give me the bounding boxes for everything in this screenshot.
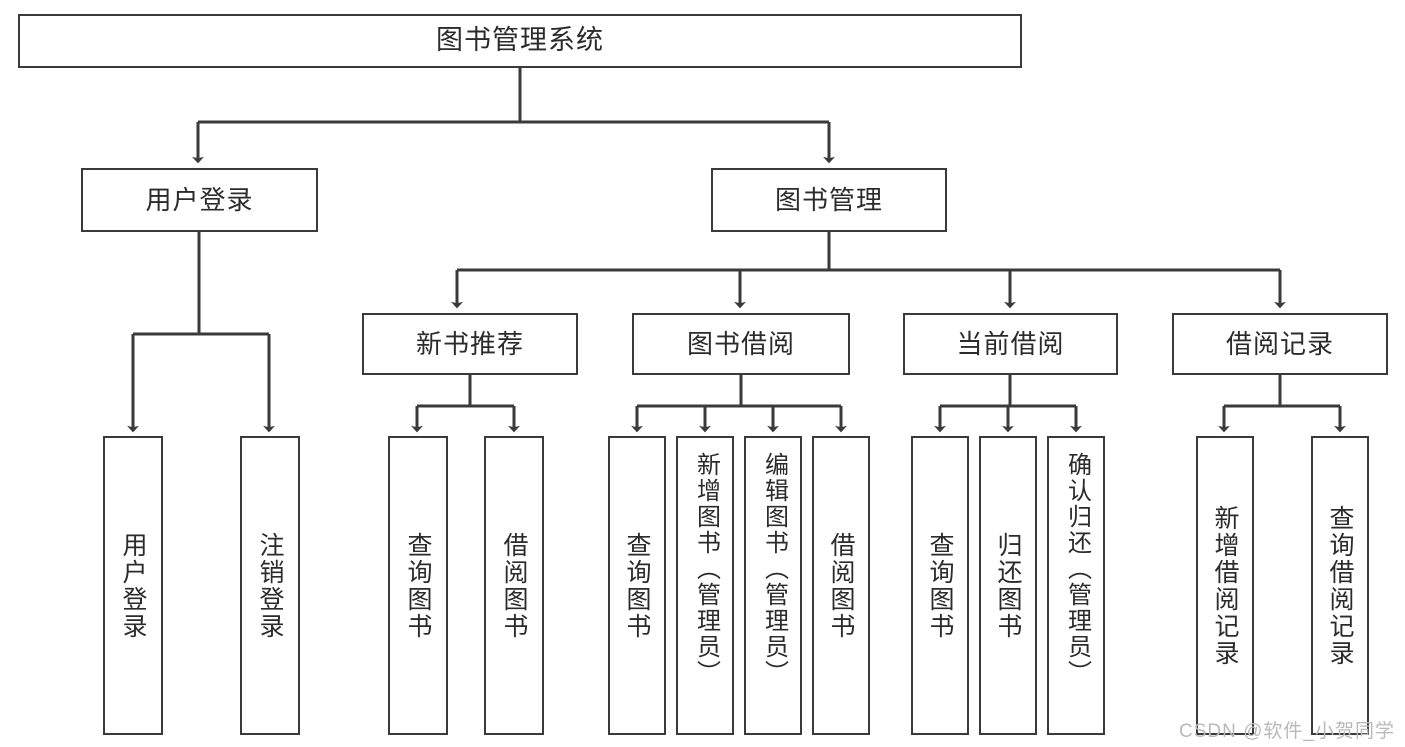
leaf-add-book-admin[interactable]: 新增图书（管理员） [676, 436, 734, 735]
node-label: 新增图书（管理员） [692, 452, 720, 686]
node-label: 归还图书 [994, 531, 1022, 640]
node-book-borrow[interactable]: 图书借阅 [632, 313, 850, 375]
node-label: 查询图书 [623, 531, 651, 640]
node-label: 查询图书 [404, 531, 432, 640]
leaf-user-login[interactable]: 用户登录 [103, 436, 163, 735]
leaf-logout[interactable]: 注销登录 [240, 436, 300, 735]
node-label: 新增借阅记录 [1211, 504, 1239, 667]
leaf-query-book-current[interactable]: 查询图书 [911, 436, 969, 735]
node-label: 图书管理 [774, 184, 883, 215]
node-current-borrow[interactable]: 当前借阅 [903, 313, 1118, 375]
node-borrow-record[interactable]: 借阅记录 [1172, 313, 1388, 375]
leaf-borrow-book[interactable]: 借阅图书 [812, 436, 870, 735]
node-label: 注销登录 [256, 531, 284, 640]
node-label: 当前借阅 [956, 328, 1065, 359]
leaf-add-borrow-record[interactable]: 新增借阅记录 [1196, 436, 1254, 735]
node-root-system[interactable]: 图书管理系统 [18, 14, 1022, 68]
node-label: 用户登录 [145, 184, 254, 215]
node-label: 查询图书 [926, 531, 954, 640]
node-label: 图书管理系统 [436, 25, 604, 56]
node-user-login[interactable]: 用户登录 [81, 168, 318, 232]
watermark: CSDN @软件_小贺同学 [1179, 721, 1395, 742]
leaf-query-book-new[interactable]: 查询图书 [388, 436, 448, 735]
leaf-edit-book-admin[interactable]: 编辑图书（管理员） [744, 436, 802, 735]
leaf-query-book-borrow[interactable]: 查询图书 [608, 436, 666, 735]
node-new-book-recommend[interactable]: 新书推荐 [362, 313, 578, 375]
node-label: 确认归还（管理员） [1063, 452, 1091, 686]
leaf-borrow-book-new[interactable]: 借阅图书 [484, 436, 544, 735]
leaf-query-borrow-record[interactable]: 查询借阅记录 [1311, 436, 1369, 735]
node-label: 编辑图书（管理员） [760, 452, 788, 686]
node-label: 借阅图书 [500, 531, 528, 640]
node-label: 新书推荐 [415, 328, 524, 359]
node-label: 借阅记录 [1225, 328, 1334, 359]
node-label: 查询借阅记录 [1326, 504, 1354, 667]
node-label: 图书借阅 [686, 328, 795, 359]
node-book-management[interactable]: 图书管理 [711, 168, 947, 232]
node-label: 用户登录 [119, 531, 147, 640]
leaf-return-book[interactable]: 归还图书 [979, 436, 1037, 735]
leaf-confirm-return-admin[interactable]: 确认归还（管理员） [1047, 436, 1105, 735]
node-label: 借阅图书 [827, 531, 855, 640]
